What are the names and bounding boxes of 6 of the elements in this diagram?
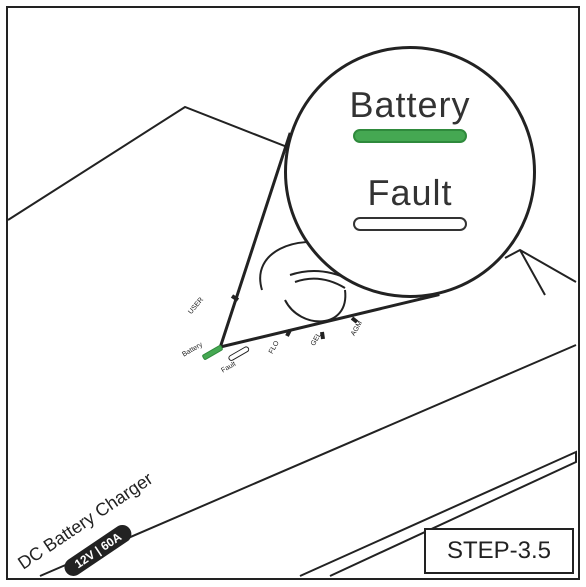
callout-line	[218, 131, 441, 348]
indicator-label: Battery	[349, 87, 471, 123]
step-label: STEP-3.5	[424, 528, 574, 574]
led-indicator	[353, 217, 467, 231]
indicator-label: Fault	[367, 175, 453, 211]
led-indicator	[353, 129, 467, 143]
